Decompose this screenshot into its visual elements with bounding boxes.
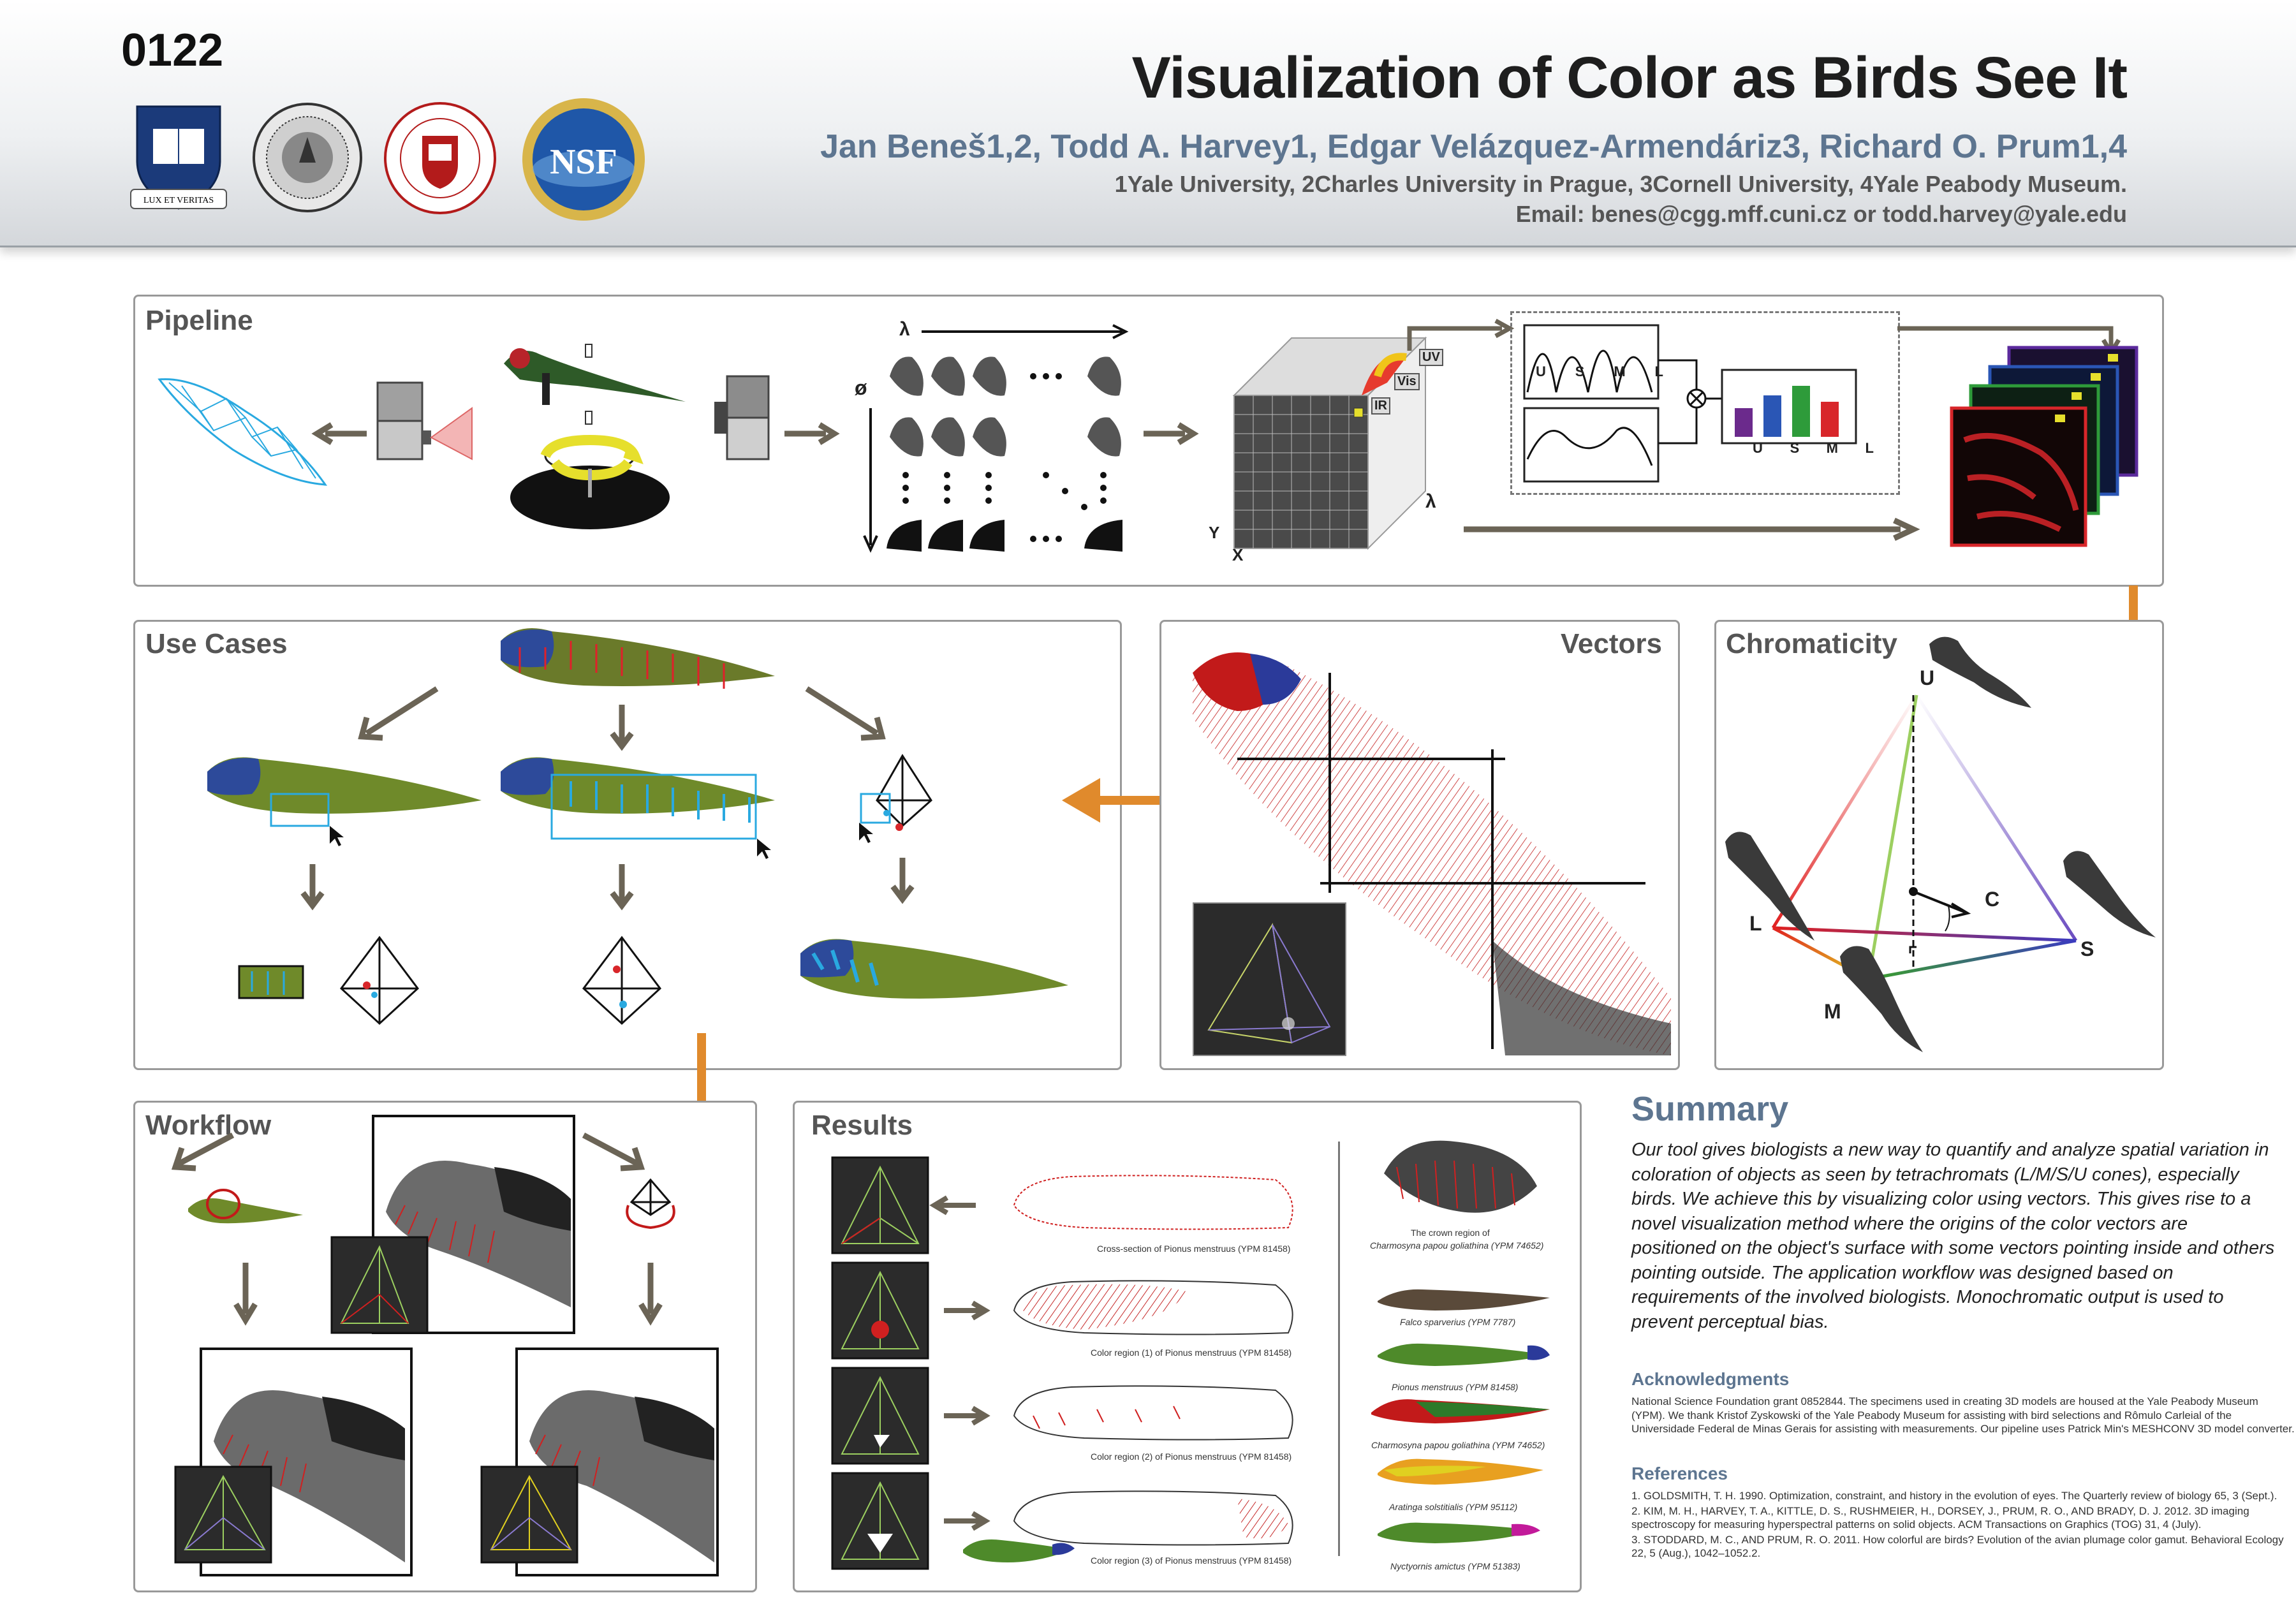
vertex-l: L xyxy=(1749,912,1762,935)
bird-image-grid xyxy=(887,356,1122,552)
ir-label: IR xyxy=(1371,397,1390,415)
curve-label-u: U xyxy=(1536,364,1546,379)
chromaticity-tetrahedron xyxy=(1725,636,2156,1052)
acknowledgments-title: Acknowledgments xyxy=(1631,1369,1790,1389)
cornell-seal xyxy=(384,102,496,214)
bar-label-s: S xyxy=(1790,440,1800,456)
projector-icon xyxy=(376,381,473,460)
species-caption-5: Nyctyornis amictus (YPM 51383) xyxy=(1390,1561,1520,1571)
results-title: Results xyxy=(811,1110,913,1141)
spectral-diagram xyxy=(1523,324,1857,483)
curve-label-m: M xyxy=(1614,364,1626,379)
use-cases-diagram xyxy=(207,628,1068,1025)
lambda-label-2: λ xyxy=(1425,491,1436,512)
poster-id: 0122 xyxy=(121,25,224,76)
poster-title: Visualization of Color as Birds See It xyxy=(1131,45,2128,110)
arrow-cube-to-maps xyxy=(1464,517,1920,541)
species-caption-4: Aratinga solstitialis (YPM 95112) xyxy=(1389,1502,1518,1512)
curve-labels: U S M L xyxy=(1536,364,1663,380)
poster-header: 0122 Visualization of Color as Birds See… xyxy=(0,0,2296,247)
arrow-left-1 xyxy=(311,422,367,445)
crown-caption-1: The crown region of xyxy=(1411,1228,1490,1238)
summary-title: Summary xyxy=(1631,1090,1789,1128)
nsf-logo-text: NSF xyxy=(550,142,617,182)
vectors-title: Vectors xyxy=(1561,628,1662,659)
bar-labels: U S M L xyxy=(1753,440,1874,457)
curve-label-l: L xyxy=(1654,364,1663,379)
results-divider xyxy=(1338,1142,1340,1556)
bar-label-m: M xyxy=(1826,440,1838,456)
reference-item: 1. GOLDSMITH, T. H. 1990. Optimization, … xyxy=(1631,1490,2278,1502)
vectors-inset xyxy=(1193,902,1346,1056)
chromaticity-panel xyxy=(1714,620,2164,1070)
species-caption-3: Charmosyna papou goliathina (YPM 74652) xyxy=(1371,1440,1545,1450)
chromaticity-title: Chromaticity xyxy=(1726,628,1897,659)
references-list: 1. GOLDSMITH, T. H. 1990. Optimization, … xyxy=(1631,1489,2295,1562)
bar-label-u: U xyxy=(1753,440,1763,456)
phi-axis xyxy=(863,408,878,553)
result-caption-1: Cross-section of Pionus menstruus (YPM 8… xyxy=(1097,1244,1291,1254)
x-axis-label: X xyxy=(1232,545,1244,564)
result-caption-2: Color region (1) of Pionus menstruus (YP… xyxy=(1091,1348,1292,1358)
workflow-title: Workflow xyxy=(145,1110,272,1141)
reference-item: 3. STODDARD, M. C., AND PRUM, R. O. 2011… xyxy=(1631,1533,2284,1560)
lambda-axis xyxy=(922,324,1129,339)
camera-icon xyxy=(714,375,770,460)
yale-motto: LUX ET VERITAS xyxy=(144,196,214,205)
reference-item: 2. KIM, M. H., HARVEY, T. A., KITTLE, D.… xyxy=(1631,1504,2249,1531)
species-caption-2: Pionus menstruus (YPM 81458) xyxy=(1392,1382,1519,1392)
arrow-right-2 xyxy=(1144,422,1199,445)
crown-caption-2: Charmosyna papou goliathina (YPM 74652) xyxy=(1370,1240,1544,1251)
phi-label: ø xyxy=(855,376,867,399)
yale-logo: LUX ET VERITAS xyxy=(130,105,227,210)
workflow-diagram xyxy=(171,1115,719,1576)
arrow-right-1 xyxy=(784,422,840,445)
lambda-label-1: λ xyxy=(899,319,910,340)
vectors-inset-tetrahedron xyxy=(1207,923,1331,1044)
result-caption-4: Color region (3) of Pionus menstruus (YP… xyxy=(1091,1555,1292,1566)
summary-text: Our tool gives biologists a new way to q… xyxy=(1631,1140,2275,1332)
use-cases-title: Use Cases xyxy=(145,628,288,659)
curve-label-s: S xyxy=(1575,364,1585,379)
vectors-visualization xyxy=(1193,652,1671,1055)
hyperspectral-cube xyxy=(1232,336,1427,550)
vertex-m: M xyxy=(1824,1000,1841,1023)
vis-label: Vis xyxy=(1394,373,1420,390)
wireframe-bird xyxy=(158,378,328,486)
acknowledgments-text: National Science Foundation grant 085284… xyxy=(1631,1395,2295,1435)
email: Email: benes@cgg.mff.cuni.cz or todd.har… xyxy=(1515,201,2127,227)
vector-c-label: C xyxy=(1985,888,2000,911)
uv-label: UV xyxy=(1419,349,1443,366)
vertex-s: S xyxy=(2080,937,2094,960)
nsf-logo: NSF xyxy=(522,98,645,221)
vertex-u: U xyxy=(1920,666,1935,689)
bar-label-l: L xyxy=(1865,440,1874,456)
cone-response-maps xyxy=(1950,346,2138,547)
result-caption-3: Color region (2) of Pionus menstruus (YP… xyxy=(1091,1451,1292,1462)
affiliations: 1Yale University, 2Charles University in… xyxy=(1114,171,2127,197)
turntable-with-bird xyxy=(504,344,686,529)
y-axis-label: Y xyxy=(1209,523,1220,542)
references-title: References xyxy=(1631,1464,1728,1483)
pipeline-title: Pipeline xyxy=(145,305,253,336)
authors: Jan Beneš1,2, Todd A. Harvey1, Edgar Vel… xyxy=(820,128,2127,165)
charles-university-seal xyxy=(253,103,362,212)
species-caption-1: Falco sparverius (YPM 7787) xyxy=(1400,1317,1516,1327)
spectral-box xyxy=(1510,311,1900,495)
results-right-column xyxy=(1371,1140,1550,1543)
arrow-cube-to-box xyxy=(1407,318,1515,351)
results-left-column xyxy=(831,1156,1293,1570)
